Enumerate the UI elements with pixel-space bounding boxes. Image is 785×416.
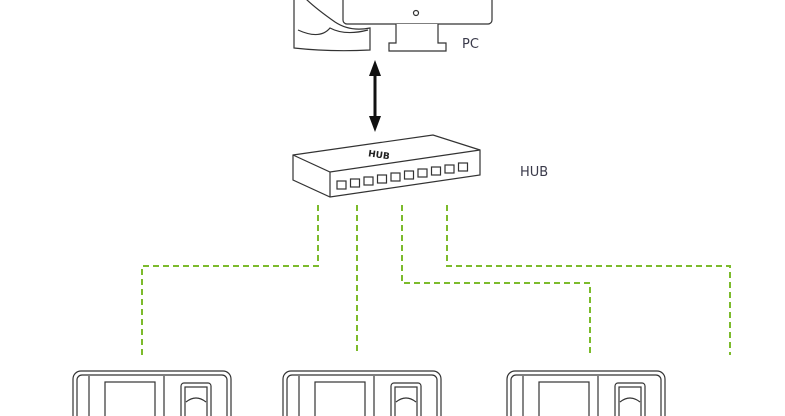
hub-port [376,174,388,184]
hub-port [457,162,469,172]
link-1 [141,205,319,355]
hub-label: HUB [520,165,549,180]
fingerprint-terminal-icon [506,370,666,416]
hub-port [349,178,361,188]
hub-port [403,170,415,180]
hub-port [336,180,347,190]
bidirectional-arrow-icon [369,60,381,132]
hub-port [390,172,401,182]
hub-port [363,176,374,186]
fingerprint-terminal-icon [282,370,442,416]
network-links [141,205,731,355]
hub-device-icon [292,134,481,198]
link-4 [446,205,731,355]
fingerprint-terminal-icon [72,370,232,416]
hub-port [430,166,442,176]
pc-icon [293,0,493,52]
hub-port [444,164,455,174]
hub-logo: HUB [367,149,390,162]
pc-label: PC [462,37,479,52]
hub-port [417,168,428,178]
link-3 [401,205,591,355]
